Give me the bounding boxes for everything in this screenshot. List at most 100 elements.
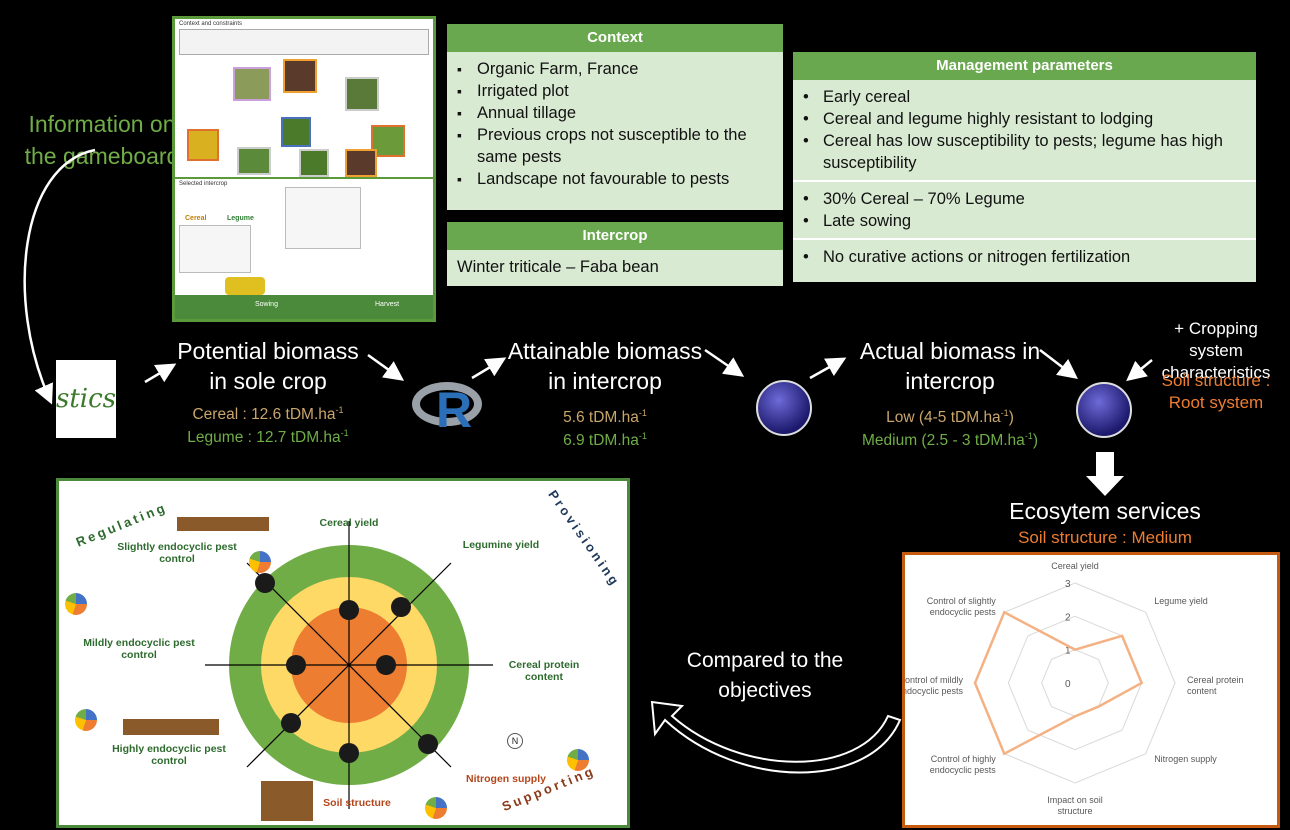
wheel-label-legumine-yield: Legumine yield [462, 539, 540, 551]
node-chickpea [233, 67, 271, 101]
context-title: Context [447, 24, 783, 52]
r-logo-letter: R [436, 382, 473, 438]
soil-block-icon [261, 781, 313, 821]
ecosystem-title: Ecosytem services [1009, 498, 1201, 524]
management-item: No curative actions or nitrogen fertiliz… [803, 246, 1246, 268]
soil-root-label: Soil structure : Root system [1161, 371, 1271, 412]
management-item: 30% Cereal – 70% Legume [803, 188, 1246, 210]
context-item: Previous crops not susceptible to the sa… [457, 124, 773, 168]
management-item: Early cereal [803, 86, 1246, 108]
pie-icon [65, 593, 87, 615]
node-bare-soil-2 [345, 149, 377, 177]
actual-cereal: Low (4-5 tDM.ha-1) [886, 408, 1014, 427]
node-wheat [345, 77, 379, 111]
radar-tick-label: 3 [1065, 579, 1071, 590]
gameboard-table [285, 187, 361, 249]
radar-tick-label: 0 [1065, 679, 1071, 690]
attainable-title: Attainable biomass in intercrop [507, 338, 703, 394]
node-soya [371, 125, 405, 157]
actual-legume: Medium (2.5 - 3 tDM.ha-1) [862, 431, 1038, 450]
nitrogen-badge: N [507, 733, 523, 749]
attainable-legume: 6.9 tDM.ha-1 [563, 431, 647, 450]
radar-axis-label: Control of mildlyendocyclic pests [905, 675, 963, 696]
context-item: Irrigated plot [457, 80, 773, 102]
intercrop-value: Winter triticale – Faba bean [457, 258, 659, 276]
compared-arrow [650, 700, 902, 774]
wheel-svg [205, 521, 493, 809]
tractor-icon [225, 277, 265, 295]
radar-axis-label: Nitrogen supply [1154, 754, 1217, 764]
pie-icon [75, 709, 97, 731]
actual-title: Actual biomass in intercrop [859, 338, 1041, 394]
wheel-label-nitrogen: Nitrogen supply [466, 773, 546, 785]
context-item: Landscape not favourable to pests [457, 168, 773, 190]
r-logo-ring [412, 382, 482, 426]
intercrop-title: Intercrop [447, 222, 783, 250]
potential-title: Potential biomass in sole crop [177, 338, 359, 394]
wheel-label-highly: Highly endocyclic pest control [112, 743, 226, 767]
node-volunteers [237, 147, 271, 175]
management-divider [793, 238, 1256, 240]
wheel-panel: Cereal yield Legumine yield Cereal prote… [56, 478, 630, 828]
wheel-label-mildly: Mildly endocyclic pest control [83, 637, 195, 661]
sowing-label: Sowing [255, 301, 278, 308]
radar-tick-label: 2 [1065, 612, 1071, 623]
radar-axis-label: Legume yield [1154, 596, 1208, 606]
soil-strip-icon [123, 719, 219, 735]
wheel-label-slightly: Slightly endocyclic pest control [117, 541, 237, 565]
selected-legume: Legume [227, 215, 254, 222]
node-triticale [281, 117, 311, 147]
radar-series-line [973, 610, 1144, 756]
context-box: Context Organic Farm, France Irrigated p… [447, 24, 783, 210]
gameboard-ground [175, 295, 433, 319]
potential-cereal: Cereal : 12.6 tDM.ha-1 [192, 405, 344, 424]
management-title: Management parameters [793, 52, 1256, 80]
ecosystem-subtitle: Soil structure : Medium [1018, 528, 1192, 547]
node-bare-soil [283, 59, 317, 93]
flow-arrows [144, 348, 1153, 496]
r-logo: R [412, 376, 488, 440]
management-item: Late sowing [803, 210, 1246, 232]
label-to-stics-arrow [23, 148, 96, 405]
management-divider [793, 180, 1256, 182]
context-item: Organic Farm, France [457, 58, 773, 80]
gameboard-panel: Context and constraints Selected intercr… [172, 16, 436, 322]
attainable-cereal: 5.6 tDM.ha-1 [563, 408, 647, 427]
stics-text: stics [56, 384, 117, 414]
radar-tick-label: 1 [1065, 646, 1071, 657]
harvest-label: Harvest [375, 301, 400, 308]
gameboard-params [179, 225, 251, 273]
management-item: Cereal and legume highly resistant to lo… [803, 108, 1246, 130]
gameboard-title: Context and constraints [179, 21, 243, 27]
left-label: Information on the gameboard [24, 111, 180, 169]
intercrop-box: Intercrop Winter triticale – Faba bean [447, 222, 783, 286]
context-item: Annual tillage [457, 102, 773, 124]
selected-cereal: Cereal [185, 215, 207, 222]
potential-legume: Legume : 12.7 tDM.ha-1 [187, 428, 349, 447]
management-item: Cereal has low susceptibility to pests; … [803, 130, 1246, 174]
dexi-logo [756, 380, 812, 436]
pie-icon [249, 551, 271, 573]
wheel-label-soil: Soil structure [323, 797, 391, 809]
wheel-label-cereal-yield: Cereal yield [319, 517, 379, 529]
node-sunflower [187, 129, 219, 161]
radar-axis-label: Cereal yield [1051, 561, 1099, 571]
management-box: Management parameters Early cereal Cerea… [793, 52, 1256, 282]
gameboard-cards [179, 29, 429, 55]
cropping-characteristics: + Cropping system characteristics [1161, 319, 1271, 382]
dexi-logo-2 [1076, 382, 1132, 438]
wheel-label-protein: Cereal protein content [508, 659, 580, 683]
gameboard-divider [175, 177, 433, 179]
pie-icon [567, 749, 589, 771]
selected-title: Selected intercrop [179, 181, 228, 187]
soil-strip-icon [177, 517, 269, 531]
compared-label: Compared to the objectives [686, 649, 844, 702]
pie-icon [425, 797, 447, 819]
stics-logo: stics [56, 360, 116, 438]
